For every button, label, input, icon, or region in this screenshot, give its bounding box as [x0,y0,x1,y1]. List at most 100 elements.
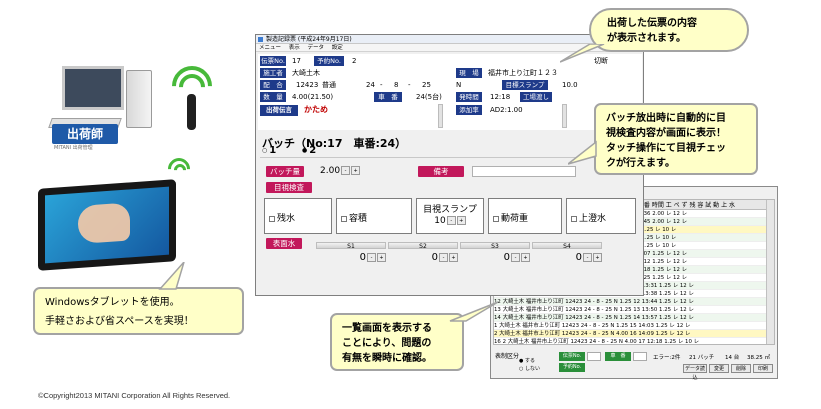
list-car-label: 車 番 [605,352,631,361]
visual-slump-stepper[interactable]: 10-+ [417,216,483,226]
delete-button[interactable]: 削除 [731,364,751,373]
list-footer: 表制区分 ● する ○ しない 伝票No. 予約No. 車 番 エラー:2件 2… [493,349,775,381]
callout-line: 視検査内容が画面に表示！ [606,128,726,139]
slip-no-label: 伝票No. [260,56,286,66]
s4-stepper[interactable]: 0-+ [532,251,602,264]
table-row[interactable]: 12 大崎土木 福井市上り江町 12423 24 - 8 - 25 N 1.25… [494,298,774,306]
callout-batch-inspection: バッチ放出時に自動的に目 視検査内容が画面に表示！ タッチ操作にて目視チェッ ク… [594,103,758,175]
batch-radio-1[interactable]: ○1 [262,145,277,156]
callout-line: クが行えます。 [606,158,675,169]
copyright-text: ©Copyright2013 MITANI Corporation All Ri… [38,391,231,400]
edit-button[interactable]: 変更 [709,364,729,373]
batch-amount-label: バッチ量 [266,166,304,177]
cut-label[interactable]: 切断 [594,57,608,65]
load-data-button[interactable]: データ読込 [683,364,707,381]
slip-no-value: 17 [292,57,301,65]
mix-code: 12423 [296,81,319,89]
callout-slip-info: 出荷した伝票の内容 が表示されます。 [589,8,749,52]
batch-radio-2[interactable]: ●2 [302,145,317,156]
target-slump-label: 目標スランプ [502,80,548,90]
callout-line: 手軽さおよび省スペースを実現！ [45,316,194,327]
vehicle-count: 14 台 [725,355,740,361]
wireless-antenna-icon [163,57,221,134]
quantity-value: 4.00(21.50) [292,93,334,101]
batch-count: 21 バッチ [689,355,715,361]
batch-amount-stepper[interactable]: 2.00-+ [320,165,361,177]
menu-bar: メニュー 表示 データ 設定 [256,44,643,52]
surface-water-label: 表面水 [266,238,302,249]
checkbox-icon [571,215,577,222]
option-off[interactable]: ○ しない [519,366,540,372]
reserve-no-label: 予約No. [314,56,344,66]
list-slip-field[interactable] [587,352,601,361]
check-dynamic-load[interactable]: 動荷重 [488,198,562,234]
callout-line: タッチ操作にて目視チェッ [606,143,726,154]
additive-scrollbar[interactable] [562,104,567,128]
car-no-label: 車 番 [374,92,402,102]
list-car-field[interactable] [633,352,647,361]
s2-header: S2 [388,242,458,250]
checkbox-icon [493,215,499,222]
additive-value: AD2:1.00 [490,106,523,114]
check-residual-water[interactable]: 残水 [264,198,332,234]
callout-line: ことにより、問題の [342,338,432,349]
s1-header: S1 [316,242,386,250]
tablet-illustration [38,174,188,272]
callout-line: 出荷した伝票の内容 [607,18,697,29]
mix-label: 配 合 [260,80,286,90]
s3-stepper[interactable]: 0-+ [460,251,530,264]
site-value: 福井市上り江町１２３ [488,69,558,77]
list-slip-label: 伝票No. [559,352,585,361]
table-row[interactable]: 13 大崎土木 福井市上り江町 12423 24 - 8 - 25 N 1.25… [494,306,774,314]
menu-item-menu[interactable]: メニュー [259,45,282,51]
plant-delivery-label: 工場渡し [520,92,552,102]
table-row[interactable]: 14 大崎土木 福井市上り江町 12423 24 - 8 - 25 N 1.25… [494,314,774,322]
desktop-pc-illustration [48,62,158,148]
depart-time-label: 発時間 [456,92,482,102]
visual-inspection-label: 目視検査 [266,182,312,193]
s4-header: S4 [532,242,602,250]
visual-slump-box: 目視スランプ 10-+ [416,198,484,234]
callout-tail-tablet [158,262,185,290]
quantity-label: 数 量 [260,92,286,102]
table-row[interactable]: 1 大崎土木 福井市上り江町 12423 24 - 8 - 25 N 1.25 … [494,322,774,330]
table-row[interactable]: 16 2 大崎土木 福井市上り江町 12423 24 - 8 - 25 N 4.… [494,338,774,344]
reserve-no-value: 2 [352,57,357,65]
builder-label: 施工者 [260,68,286,78]
batch-title: バッチ（No:17 車番:24） [262,137,407,150]
builder-value: 大崎土木 [292,69,320,77]
window-title: 製造記録票 (平成24年9月17日) [266,36,352,43]
list-reserve-label: 予約No. [559,363,585,372]
check-supernatant[interactable]: 上澄水 [566,198,636,234]
note-label: 備考 [418,166,464,177]
mix-type: 普通 [322,81,336,89]
production-record-window: 製造記録票 (平成24年9月17日) メニュー 表示 データ 設定 伝票No. … [255,34,644,296]
option-on[interactable]: ● する [519,358,535,364]
menu-item-data[interactable]: データ [307,45,325,51]
shipping-memo-value: かため [304,105,328,114]
menu-item-settings[interactable]: 設定 [331,45,343,51]
brand-logo: 出荷師 [52,124,118,144]
wifi-signal-icon [163,153,198,194]
callout-line: Windowsタブレットを使用。 [45,297,180,308]
menu-item-view[interactable]: 表示 [288,45,300,51]
visual-slump-label: 目視スランプ [423,205,477,215]
note-field[interactable] [472,166,576,177]
table-row[interactable]: 2 大崎土木 福井市上り江町 12423 24 - 8 - 25 N 4.00 … [494,330,774,338]
visual-inspection-panel: バッチ量 2.00-+ 備考 目視検査 残水 容積 目視スランプ 10-+ 動荷… [260,157,638,294]
list-scrollbar[interactable] [766,200,774,344]
check-volume[interactable]: 容積 [336,198,412,234]
s1-stepper[interactable]: 0-+ [316,251,386,264]
callout-tail-list [449,301,499,322]
callout-tail-slip [560,44,605,63]
slip-info-panel: 伝票No. 17 予約No. 2 切断 施工者 大崎土木 現 場 福井市上り江町… [258,54,642,130]
s3-header: S3 [460,242,530,250]
display-category-label: 表制区分 [495,353,520,360]
error-count: エラー:2件 [653,355,681,361]
memo-scrollbar[interactable] [438,104,443,128]
window-titlebar: 製造記録票 (平成24年9月17日) [256,35,643,44]
mix-slump: 8 [394,81,399,89]
s2-stepper[interactable]: 0-+ [388,251,458,264]
mix-strength: 24 [366,81,375,89]
print-button[interactable]: 印刷 [753,364,773,373]
